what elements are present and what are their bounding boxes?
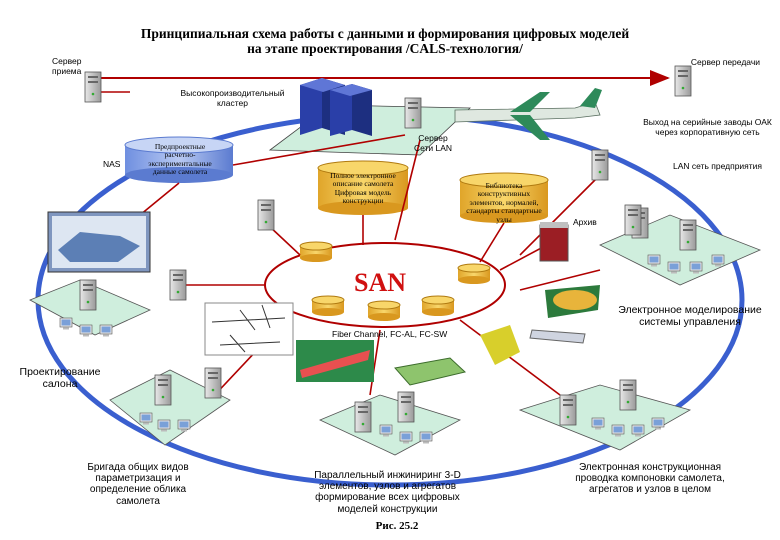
workgroup-bottom-left [109,367,231,446]
db-library-label: Библиотека конструктивных элементов, нор… [466,181,542,224]
server-lan-label: Сервер Сети LAN [413,133,453,153]
wiring-label: Электронная конструкционная проводка ком… [575,462,725,496]
archive-device [539,222,569,262]
aircraft-drawing [204,302,294,356]
workgroup-bottom-center [319,391,462,456]
nas-data-label: Предпроектные расчетно-экспериментальные… [148,142,212,177]
brigade-label: Бригада общих видов параметризация и опр… [87,462,189,507]
green-models [296,285,600,386]
parallel-label: Параллельный инжиниринг 3-D элементов, у… [314,470,461,515]
workgroup-left [29,279,151,337]
san-label: SAN [354,268,407,297]
cad-screenshot [47,211,151,273]
db-full-model [317,160,409,215]
salon-label: Проектирование салона [19,366,101,390]
archive-label: Архив [573,217,597,227]
fiber-channel-label: Fiber Channel, FC-AL, FC-SW [332,329,448,339]
cluster-label: Высокопроизводительный кластер [180,88,285,108]
lan-label: LAN сеть предприятия [672,161,763,171]
exit-label: Выход на серийные заводы ОАК через корпо… [643,117,772,137]
simulation-label: Электронное моделирование системы управл… [618,304,762,328]
figure-label: Рис. 25.2 [375,520,419,532]
workgroup-bottom-right [518,379,692,451]
server-send-label: Сервер передачи [690,57,760,67]
nas-storage [124,136,234,183]
aircraft-model [454,88,602,140]
san-disks [299,241,491,321]
nas-label: NAS [103,159,121,169]
cluster-rack [300,78,372,136]
db-library [459,172,549,223]
diagram-title: Принципиальная схема работы с данными и … [140,26,630,57]
server-receive-label: Сервер приема [52,56,82,76]
db-full-model-label: Полное электронное описание самолета Циф… [330,171,396,206]
